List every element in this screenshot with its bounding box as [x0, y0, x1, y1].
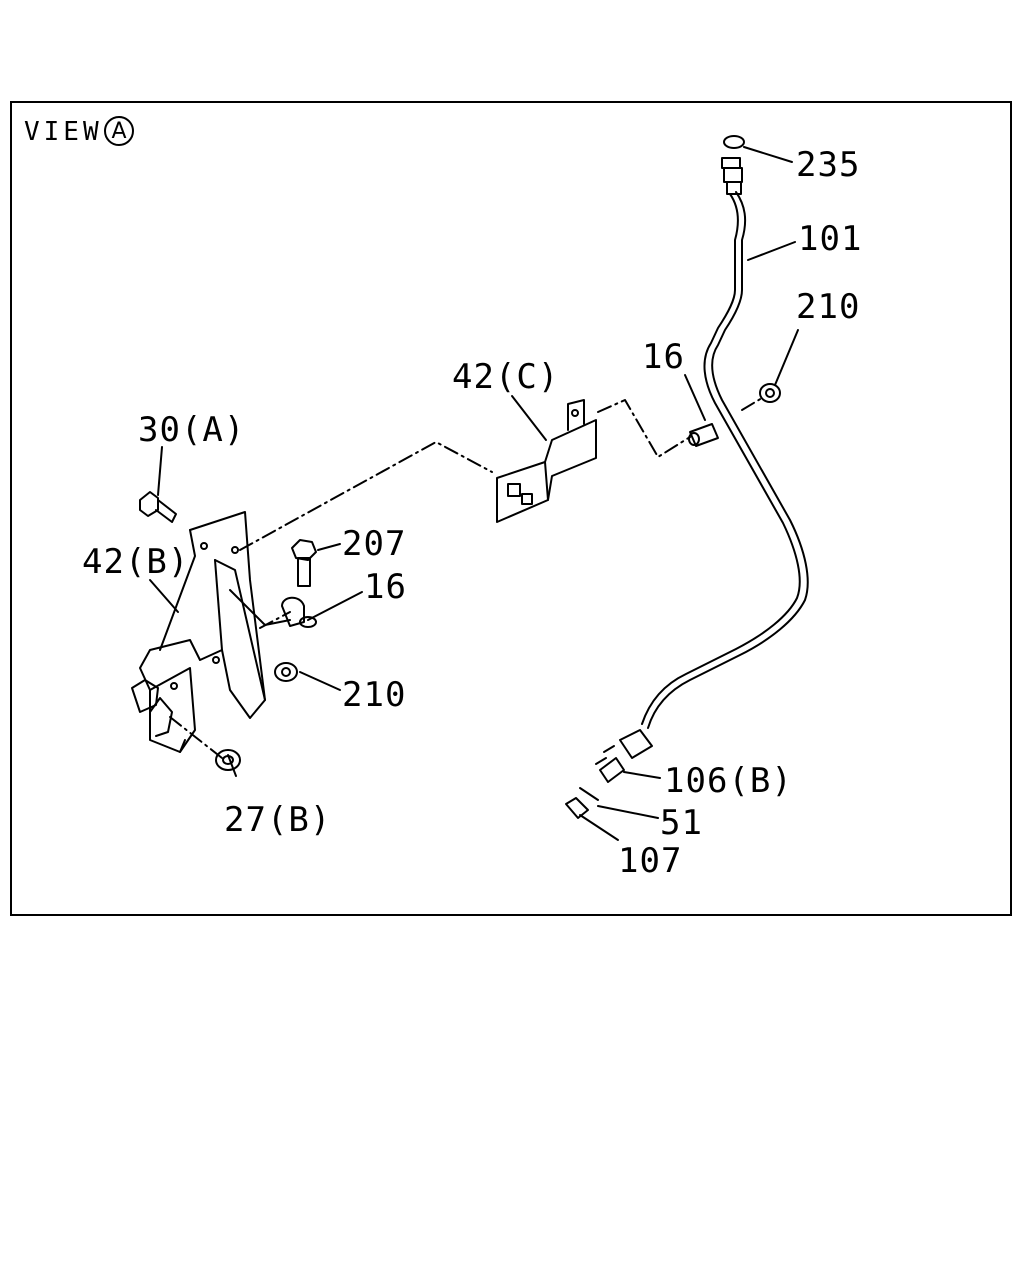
callout-106b: 106(B) [664, 761, 793, 801]
callout-27b: 27(B) [224, 800, 332, 840]
view-marker-circle: A [104, 116, 134, 146]
bracket-42c [496, 399, 597, 523]
callout-42b: 42(B) [82, 542, 190, 582]
view-title: VIEW [24, 117, 103, 147]
callout-210-top: 210 [796, 287, 861, 327]
assembly-lines [169, 397, 763, 759]
callout-235: 235 [796, 145, 861, 185]
nut-210-mid [274, 662, 298, 682]
callout-30a: 30(A) [138, 410, 246, 450]
callout-42c: 42(C) [452, 357, 560, 397]
nut-210-top [759, 383, 781, 403]
brake-pipe-101 [641, 191, 809, 729]
callout-107: 107 [618, 841, 683, 881]
callout-16-mid: 16 [364, 567, 407, 607]
callout-207: 207 [342, 524, 407, 564]
o-ring-235 [723, 135, 745, 149]
leader-lines [149, 146, 799, 841]
pipe-top-fitting [721, 157, 743, 195]
bolt-30a [139, 491, 177, 523]
cap-107 [565, 797, 589, 819]
clip-16-mid [281, 596, 317, 628]
fitting-106b [595, 729, 653, 783]
bolt-207 [291, 539, 317, 587]
callout-101: 101 [798, 219, 863, 259]
shim-51 [579, 787, 599, 801]
clip-16-top [688, 423, 719, 447]
diagram-frame [10, 101, 1012, 916]
callout-51: 51 [660, 803, 703, 843]
callout-210-mid: 210 [342, 675, 407, 715]
nut-27b [215, 749, 241, 771]
bracket-42b [131, 511, 291, 753]
callout-16-top: 16 [642, 337, 685, 377]
